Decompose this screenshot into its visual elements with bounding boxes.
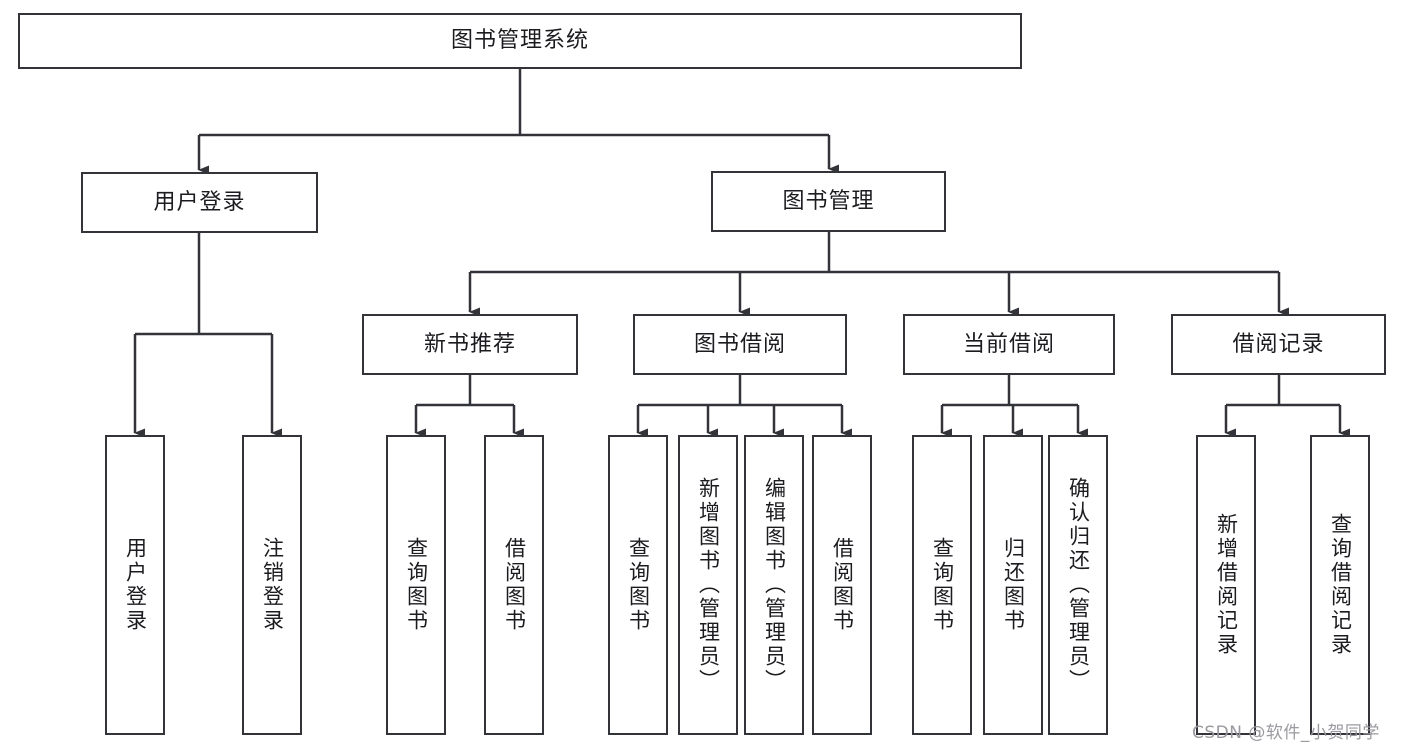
node-label: 新增借阅记录 xyxy=(1214,513,1239,657)
node-leaf-2[interactable]: 查询图书 xyxy=(386,435,446,735)
node-leaf-9[interactable]: 归还图书 xyxy=(983,435,1043,735)
node-label: 借阅记录 xyxy=(1232,331,1325,357)
node-label: 用户登录 xyxy=(123,537,148,633)
node-label: 借阅图书 xyxy=(830,537,855,633)
node-l3-新书推荐[interactable]: 新书推荐 xyxy=(362,314,578,375)
node-l2-用户登录[interactable]: 用户登录 xyxy=(81,172,318,233)
node-l2-图书管理[interactable]: 图书管理 xyxy=(711,171,946,232)
node-label: 查询图书 xyxy=(930,537,955,633)
node-label: 用户登录 xyxy=(153,189,246,215)
node-label: 编辑图书（管理员） xyxy=(762,477,787,693)
csdn-watermark: CSDN @软件_小贺同学 xyxy=(1192,723,1380,743)
node-leaf-4[interactable]: 查询图书 xyxy=(608,435,668,735)
node-label: 图书管理系统 xyxy=(450,28,589,54)
node-label: 新增图书（管理员） xyxy=(696,477,721,693)
node-label: 查询图书 xyxy=(626,537,651,633)
node-leaf-6[interactable]: 编辑图书（管理员） xyxy=(744,435,804,735)
node-leaf-11[interactable]: 新增借阅记录 xyxy=(1196,435,1256,735)
node-label: 当前借阅 xyxy=(962,331,1055,357)
node-leaf-10[interactable]: 确认归还（管理员） xyxy=(1048,435,1108,735)
node-leaf-1[interactable]: 注销登录 xyxy=(242,435,302,735)
node-label: 查询借阅记录 xyxy=(1328,513,1353,657)
node-label: 图书借阅 xyxy=(693,331,786,357)
node-label: 归还图书 xyxy=(1001,537,1026,633)
node-label: 借阅图书 xyxy=(502,537,527,633)
node-leaf-12[interactable]: 查询借阅记录 xyxy=(1310,435,1370,735)
node-l3-当前借阅[interactable]: 当前借阅 xyxy=(903,314,1115,375)
node-leaf-3[interactable]: 借阅图书 xyxy=(484,435,544,735)
node-leaf-7[interactable]: 借阅图书 xyxy=(812,435,872,735)
node-label: 新书推荐 xyxy=(423,331,516,357)
node-label: 查询图书 xyxy=(404,537,429,633)
node-leaf-5[interactable]: 新增图书（管理员） xyxy=(678,435,738,735)
node-l3-图书借阅[interactable]: 图书借阅 xyxy=(633,314,847,375)
node-label: 图书管理 xyxy=(782,188,875,214)
node-root-图书管理系统[interactable]: 图书管理系统 xyxy=(18,13,1022,69)
node-label: 确认归还（管理员） xyxy=(1066,477,1091,693)
node-label: 注销登录 xyxy=(260,537,285,633)
node-l3-借阅记录[interactable]: 借阅记录 xyxy=(1171,314,1386,375)
node-leaf-0[interactable]: 用户登录 xyxy=(105,435,165,735)
node-leaf-8[interactable]: 查询图书 xyxy=(912,435,972,735)
